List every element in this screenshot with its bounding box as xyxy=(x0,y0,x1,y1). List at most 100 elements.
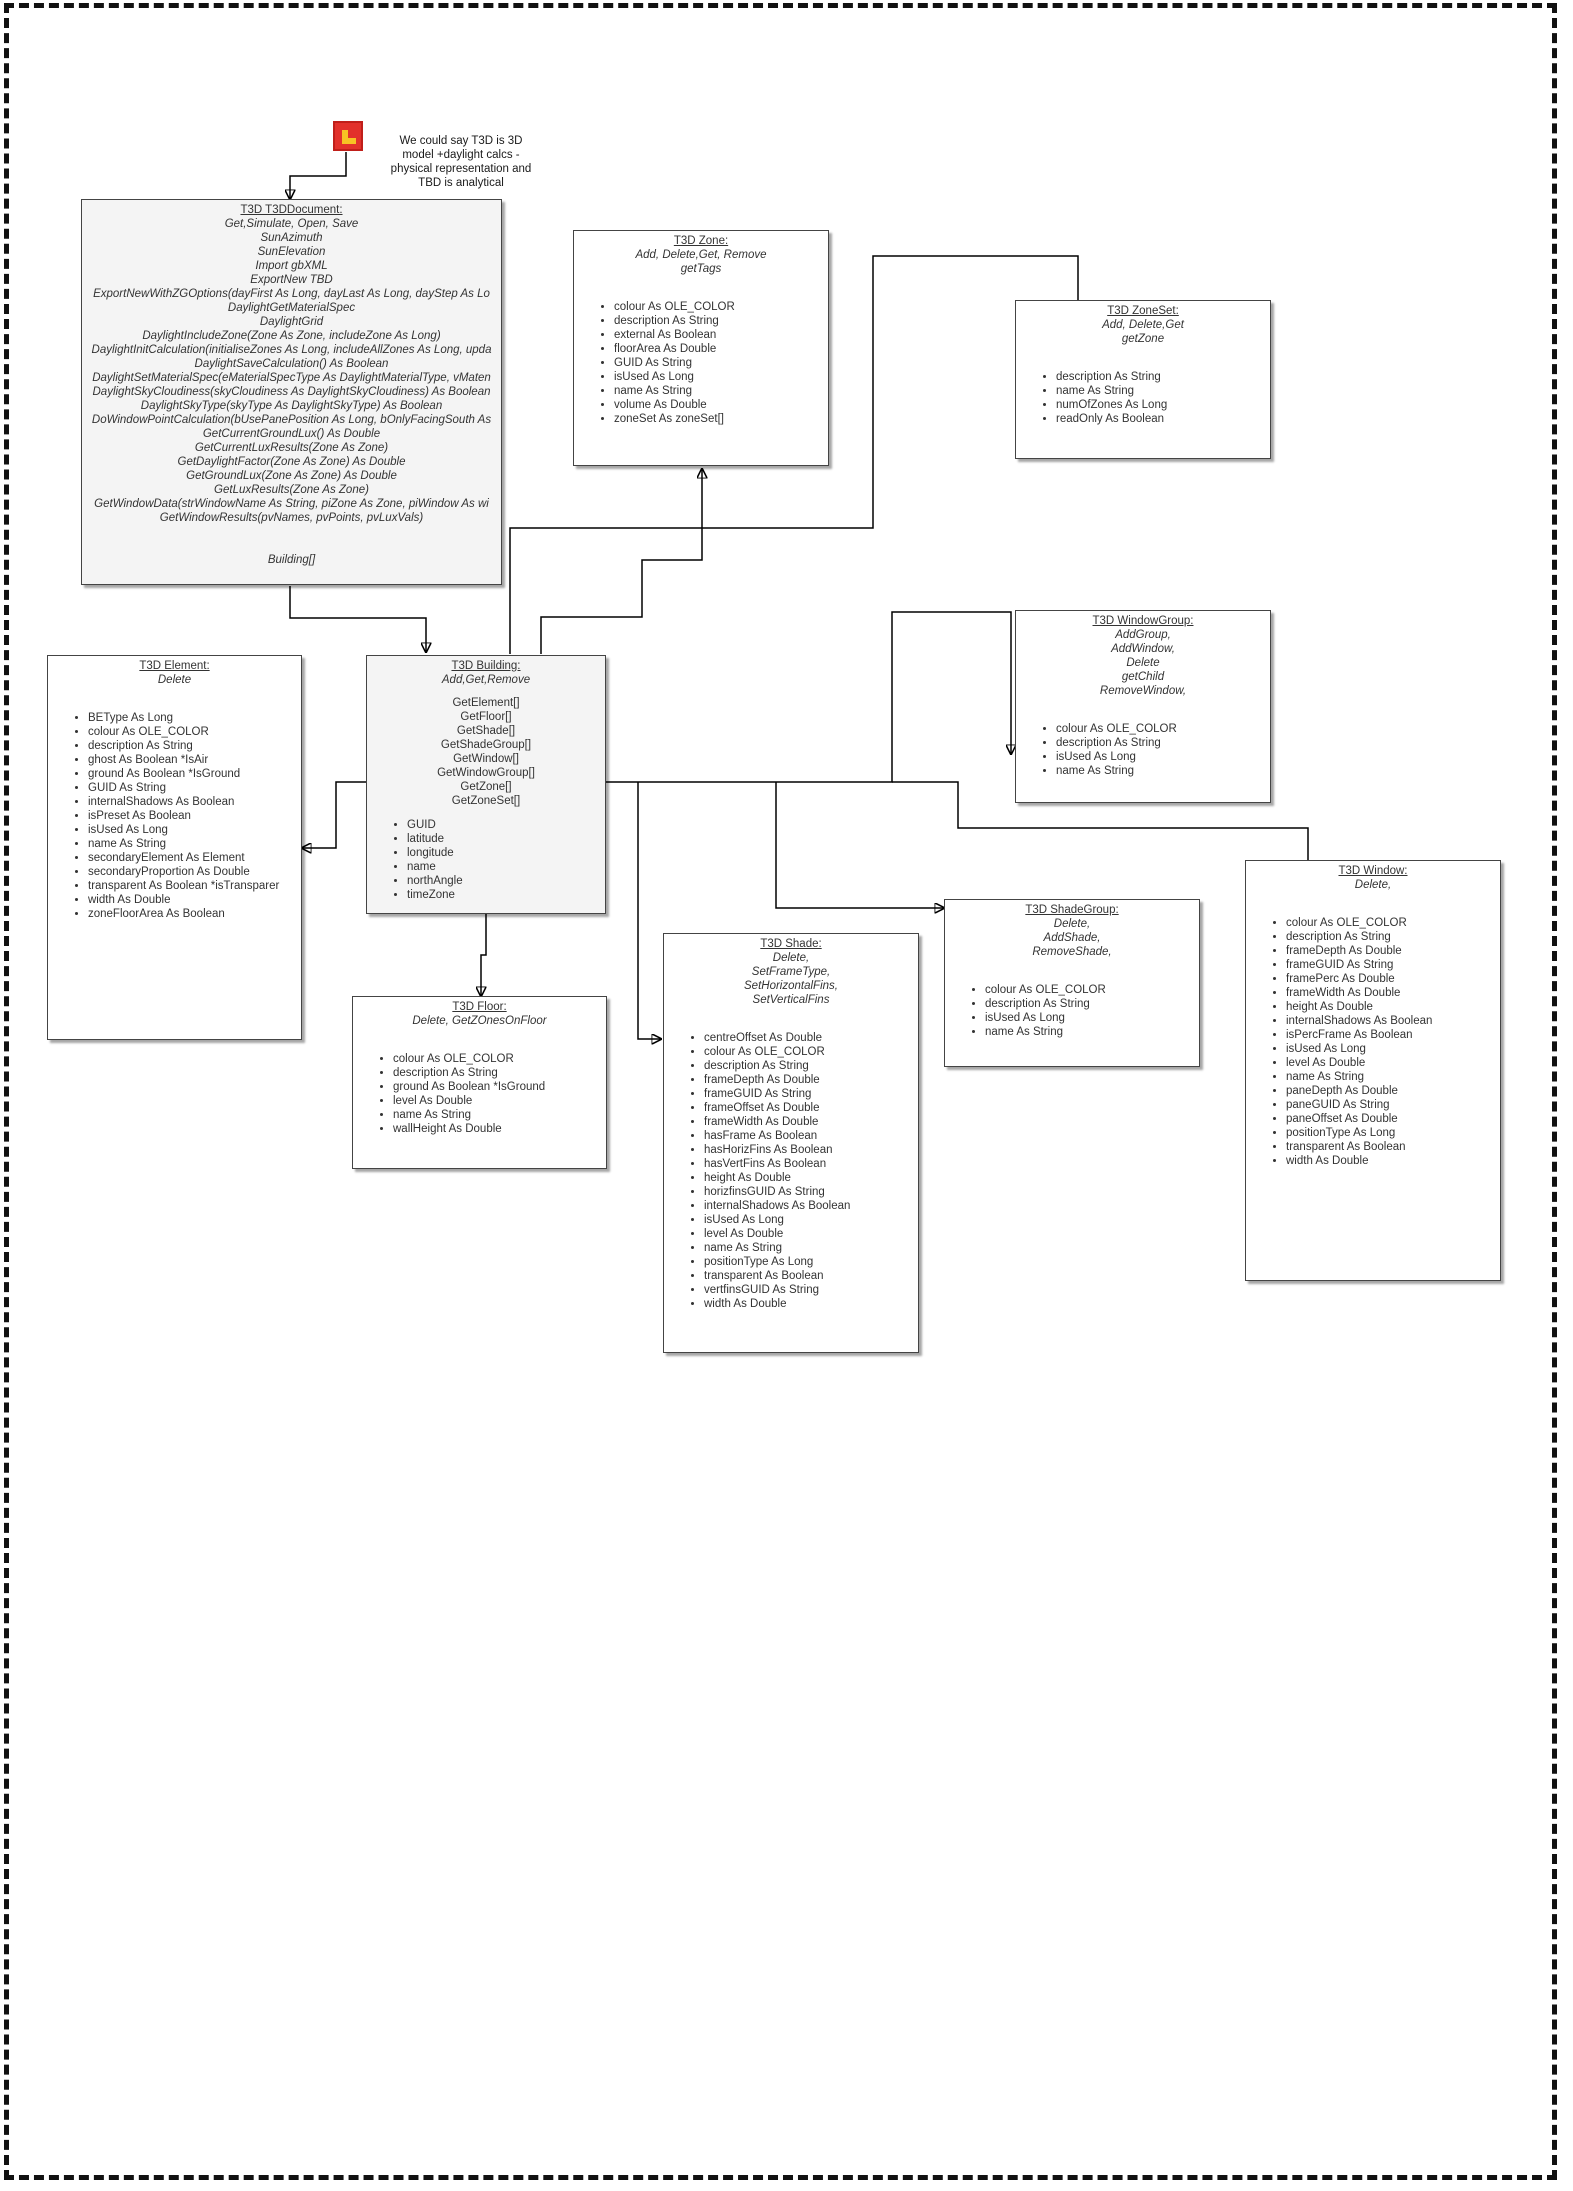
property-item: floorArea As Double xyxy=(614,342,828,356)
property-item: colour As OLE_COLOR xyxy=(614,300,828,314)
method-line: SunElevation xyxy=(257,246,326,258)
method-line: Import gbXML xyxy=(255,260,328,272)
property-item: name As String xyxy=(88,837,301,851)
method-line: RemoveWindow, xyxy=(1099,685,1187,697)
class-methods: Add,Get,Remove xyxy=(367,673,605,687)
method-line: ExportNewWithZGOptions(dayFirst As Long,… xyxy=(93,288,490,300)
property-list: colour As OLE_COLOR description As Strin… xyxy=(1246,916,1500,1168)
method-line: Delete, GetZOnesOnFloor xyxy=(412,1015,547,1027)
property-item: height As Double xyxy=(704,1171,918,1185)
class-methods: Delete, GetZOnesOnFloor xyxy=(353,1014,606,1028)
class-title: T3D ZoneSet: xyxy=(1107,305,1179,317)
class-methods: Delete, xyxy=(1246,878,1500,892)
property-list: BEType As Long colour As OLE_COLOR descr… xyxy=(48,711,301,921)
property-list: colour As OLE_COLOR description As Strin… xyxy=(353,1052,606,1136)
property-item: GUID As String xyxy=(614,356,828,370)
property-item: centreOffset As Double xyxy=(704,1031,918,1045)
method-line: DaylightSaveCalculation() As Boolean xyxy=(194,358,389,370)
property-item: name As String xyxy=(1286,1070,1500,1084)
property-item: isUsed As Long xyxy=(1056,750,1270,764)
method-line: GetWindowResults(pvNames, pvPoints, pvLu… xyxy=(159,512,424,524)
property-item: isUsed As Long xyxy=(614,370,828,384)
class-title: T3D WindowGroup: xyxy=(1092,615,1194,627)
getter-item: GetShadeGroup[] xyxy=(440,739,532,751)
class-title: T3D Shade: xyxy=(760,938,822,950)
method-line: AddWindow, xyxy=(1111,643,1175,655)
method-line: DaylightInitCalculation(initialiseZones … xyxy=(91,344,492,356)
method-line: getChild xyxy=(1121,671,1165,683)
property-item: internalShadows As Boolean xyxy=(704,1199,918,1213)
zone-class-box[interactable]: T3D Zone: Add, Delete,Get, Remove getTag… xyxy=(573,230,829,466)
getter-item: GetZone[] xyxy=(460,781,512,793)
shade-class-box[interactable]: T3D Shade: Delete, SetFrameType, SetHori… xyxy=(663,933,919,1353)
window-class-box[interactable]: T3D Window: Delete, colour As OLE_COLOR … xyxy=(1245,860,1501,1281)
property-item: name As String xyxy=(1056,384,1270,398)
method-line: ExportNew TBD xyxy=(250,274,333,286)
document-class-box[interactable]: T3D T3DDocument: Get,Simulate, Open, Sav… xyxy=(81,199,502,585)
element-class-box[interactable]: T3D Element: Delete BEType As Long colou… xyxy=(47,655,302,1040)
property-item: readOnly As Boolean xyxy=(1056,412,1270,426)
property-item: isPreset As Boolean xyxy=(88,809,301,823)
property-item: width As Double xyxy=(88,893,301,907)
property-item: hasFrame As Boolean xyxy=(704,1129,918,1143)
shadegroup-class-box[interactable]: T3D ShadeGroup: Delete, AddShade, Remove… xyxy=(944,899,1200,1067)
method-line: SetHorizontalFins, xyxy=(744,980,838,992)
property-item: description As String xyxy=(88,739,301,753)
property-item: frameGUID As String xyxy=(1286,958,1500,972)
getter-item: GetFloor[] xyxy=(460,711,512,723)
class-title: T3D Element: xyxy=(139,660,210,672)
property-item: ghost As Boolean *IsAir xyxy=(88,753,301,767)
class-title: T3D Building: xyxy=(451,660,521,672)
property-item: external As Boolean xyxy=(614,328,828,342)
property-item: description As String xyxy=(1056,736,1270,750)
method-footer: Building[] xyxy=(267,554,316,566)
property-item: isUsed As Long xyxy=(985,1011,1199,1025)
property-item: frameWidth As Double xyxy=(704,1115,918,1129)
property-item: isUsed As Long xyxy=(704,1213,918,1227)
zoneset-class-box[interactable]: T3D ZoneSet: Add, Delete,Get getZone des… xyxy=(1015,300,1271,459)
property-item: ground As Boolean *IsGround xyxy=(393,1080,606,1094)
property-item: level As Double xyxy=(1286,1056,1500,1070)
page-frame xyxy=(4,3,1557,2180)
property-item: horizfinsGUID As String xyxy=(704,1185,918,1199)
method-line: DoWindowPointCalculation(bUsePanePositio… xyxy=(91,414,492,426)
property-item: description As String xyxy=(1056,370,1270,384)
property-item: positionType As Long xyxy=(1286,1126,1500,1140)
windowgroup-class-box[interactable]: T3D WindowGroup: AddGroup, AddWindow, De… xyxy=(1015,610,1271,803)
property-item: volume As Double xyxy=(614,398,828,412)
property-item: colour As OLE_COLOR xyxy=(985,983,1199,997)
property-item: width As Double xyxy=(704,1297,918,1311)
property-item: northAngle xyxy=(407,874,605,888)
property-item: transparent As Boolean xyxy=(1286,1140,1500,1154)
property-item: GUID As String xyxy=(88,781,301,795)
building-class-box[interactable]: T3D Building: Add,Get,Remove GetElement[… xyxy=(366,655,606,914)
property-list: colour As OLE_COLOR description As Strin… xyxy=(945,983,1199,1039)
method-line: GetDaylightFactor(Zone As Zone) As Doubl… xyxy=(177,456,406,468)
property-item: colour As OLE_COLOR xyxy=(88,725,301,739)
method-line: AddGroup, xyxy=(1115,629,1171,641)
property-item: numOfZones As Long xyxy=(1056,398,1270,412)
floor-class-box[interactable]: T3D Floor: Delete, GetZOnesOnFloor colou… xyxy=(352,996,607,1169)
class-methods: Delete, SetFrameType, SetHorizontalFins,… xyxy=(664,951,918,1007)
property-item: zoneFloorArea As Boolean xyxy=(88,907,301,921)
property-item: framePerc As Double xyxy=(1286,972,1500,986)
property-item: isPercFrame As Boolean xyxy=(1286,1028,1500,1042)
property-item: hasVertFins As Boolean xyxy=(704,1157,918,1171)
property-item: level As Double xyxy=(393,1094,606,1108)
property-item: description As String xyxy=(393,1066,606,1080)
method-line: Add, Delete,Get xyxy=(1102,319,1184,331)
property-item: internalShadows As Boolean xyxy=(1286,1014,1500,1028)
note-line: model +daylight calcs - xyxy=(402,149,520,161)
property-item: GUID xyxy=(407,818,605,832)
class-methods: Delete, AddShade, RemoveShade, xyxy=(945,917,1199,959)
property-item: description As String xyxy=(704,1059,918,1073)
property-item: transparent As Boolean *isTransparer xyxy=(88,879,301,893)
class-title: T3D Window: xyxy=(1338,865,1408,877)
method-line: Get,Simulate, Open, Save xyxy=(224,218,359,230)
property-item: transparent As Boolean xyxy=(704,1269,918,1283)
property-item: description As String xyxy=(985,997,1199,1011)
property-item: latitude xyxy=(407,832,605,846)
method-line: Delete, xyxy=(772,952,810,964)
method-line: getZone xyxy=(1121,333,1165,345)
method-line: getTags xyxy=(680,263,722,275)
